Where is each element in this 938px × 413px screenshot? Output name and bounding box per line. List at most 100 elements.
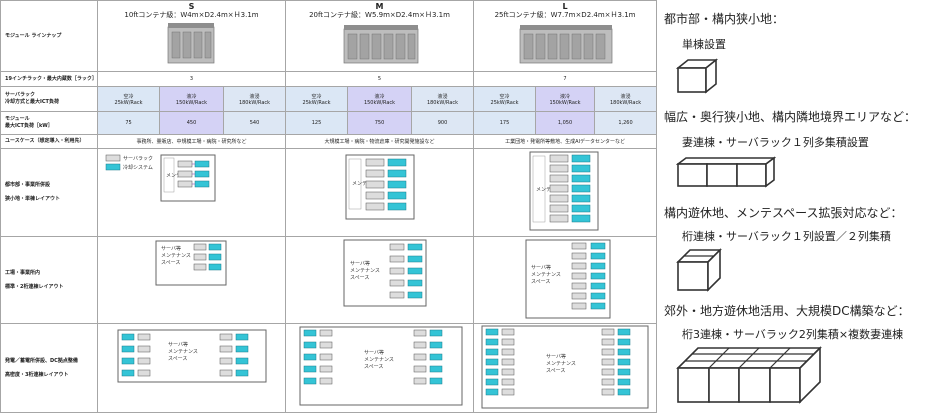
multi-connected-modules-icon bbox=[676, 346, 822, 404]
layout1-m: メンテ bbox=[285, 148, 475, 237]
layout2-s-diagram: サーバ等 メンテナンス スペース bbox=[155, 240, 227, 286]
usecase-m: 大規模工場・病院・物流倉庫・研究開発施設など bbox=[285, 134, 475, 149]
size-m-desc: 20ftコンテナ級：W5.9m×D2.4m×Ｈ3.1m bbox=[309, 10, 450, 19]
svg-text:サーバ等: サーバ等 bbox=[350, 260, 370, 267]
svg-text:スペース: スペース bbox=[350, 275, 369, 281]
layout2-s: サーバ等 メンテナンス スペース bbox=[96, 236, 287, 324]
maxload-l-liquid: 1,050 bbox=[535, 111, 596, 135]
item4-sub: 桁3連棟・サーバラック2列集積×複数妻連棟 bbox=[682, 328, 904, 341]
size-l-desc: 25ftコンテナ級：W7.7m×D2.4m×Ｈ3.1m bbox=[494, 10, 636, 19]
container-m-image bbox=[343, 24, 419, 63]
item1-title: 都市部・構内狭小地： bbox=[664, 12, 785, 26]
maxload-m-air: 125 bbox=[285, 111, 349, 135]
layout1-s-diagram: サーバラック 冷却システム メンテ bbox=[105, 154, 216, 202]
layout1-l-diagram: メンテ bbox=[529, 151, 599, 231]
layout1-m-diagram: メンテ bbox=[345, 154, 415, 220]
svg-text:サーバ等: サーバ等 bbox=[161, 245, 181, 252]
maxload-m-liquid: 750 bbox=[347, 111, 413, 135]
deployment-panel: 都市部・構内狭小地： 単棟設置 幅広・奥行狭小地、構内隣地境界エリアなど： 妻連… bbox=[660, 0, 938, 409]
maxload-s-immersion: 540 bbox=[222, 111, 287, 135]
svg-text:メンテナンス: メンテナンス bbox=[168, 349, 198, 355]
usecase-s: 事務所、量販店、中規模工場・病院・研究所など bbox=[96, 134, 287, 149]
legend-rack-swatch bbox=[105, 154, 121, 162]
svg-text:サーバ等: サーバ等 bbox=[364, 349, 384, 356]
item1-sub: 単棟設置 bbox=[682, 38, 726, 51]
svg-text:サーバ等: サーバ等 bbox=[546, 353, 566, 360]
maxload-s-air: 75 bbox=[97, 111, 160, 135]
row-maxload-label: モジュール 最大ICT負荷［kW］ bbox=[0, 111, 98, 135]
container-s-image bbox=[167, 22, 215, 63]
size-s-title: S bbox=[188, 1, 195, 11]
svg-text:スペース: スペース bbox=[168, 356, 187, 362]
item3-title: 構内遊休地、メンテスペース拡張対応など： bbox=[664, 206, 903, 220]
lineup-label: モジュール ラインナップ bbox=[0, 0, 98, 72]
svg-text:メンテ: メンテ bbox=[536, 187, 551, 193]
size-m-title: M bbox=[375, 1, 384, 11]
row-layout2-label: 工場・事業所内 標準・2桁連棟レイアウト bbox=[0, 236, 98, 324]
racks-s: 3 bbox=[96, 71, 287, 87]
row-racks-label: 19インチラック・最大内蔵数［ラック］ bbox=[0, 71, 98, 87]
lineup-table: モジュール ラインナップ S 10ftコンテナ級：W4m×D2.4m×Ｈ3.1m… bbox=[0, 0, 658, 413]
layout2-m-diagram: サーバ等 メンテナンス スペース bbox=[343, 239, 427, 307]
layout2-l: サーバ等 メンテナンス スペース bbox=[473, 236, 658, 324]
legend-cool-swatch bbox=[105, 163, 121, 171]
layout1-s: サーバラック 冷却システム メンテ bbox=[96, 148, 287, 237]
layout3-s: サーバ等 メンテナンス スペース bbox=[96, 323, 287, 413]
layout3-m: サーバ等 メンテナンス スペース bbox=[285, 323, 475, 413]
svg-text:スペース: スペース bbox=[546, 368, 565, 374]
maxload-l-immersion: 1,260 bbox=[594, 111, 658, 135]
svg-text:サーバ等: サーバ等 bbox=[531, 264, 551, 271]
row-layout1-label: 都市部・事業所併設 狭小地・単棟レイアウト bbox=[0, 148, 98, 237]
side-connected-modules-icon bbox=[676, 248, 722, 292]
layout1-l: メンテ bbox=[473, 148, 658, 237]
layout2-m: サーバ等 メンテナンス スペース bbox=[285, 236, 475, 324]
maxload-s-liquid: 450 bbox=[159, 111, 224, 135]
item2-sub: 妻連棟・サーバラック１列多集積設置 bbox=[682, 136, 869, 149]
maxload-l-air: 175 bbox=[473, 111, 537, 135]
size-m-header: M 20ftコンテナ級：W5.9m×D2.4m×Ｈ3.1m bbox=[285, 0, 475, 72]
racks-l: 7 bbox=[473, 71, 658, 87]
layout2-l-diagram: サーバ等 メンテナンス スペース bbox=[525, 239, 611, 319]
row-cooling-label: サーバラック 冷却方式と最大ICT負荷 bbox=[0, 86, 98, 112]
legend-rack-label: サーバラック bbox=[123, 156, 153, 162]
svg-text:メンテナンス: メンテナンス bbox=[546, 361, 576, 367]
svg-text:スペース: スペース bbox=[161, 260, 180, 266]
racks-m: 5 bbox=[285, 71, 475, 87]
size-l-title: L bbox=[562, 1, 568, 11]
svg-text:メンテナンス: メンテナンス bbox=[531, 272, 561, 278]
row-usecase-label: ユースケース（想定導入・利用先） bbox=[0, 134, 98, 149]
usecase-l: 工業団地・発電所等敷地、生成AIデータセンターなど bbox=[473, 134, 658, 149]
legend-cool-label: 冷却システム bbox=[123, 164, 153, 171]
single-module-icon bbox=[676, 58, 718, 94]
svg-text:メンテナンス: メンテナンス bbox=[364, 357, 394, 363]
layout3-m-diagram: サーバ等 メンテナンス スペース bbox=[299, 326, 463, 406]
maint-label: メンテ bbox=[166, 173, 181, 179]
container-l-image bbox=[519, 24, 613, 63]
size-s-header: S 10ftコンテナ級：W4m×D2.4m×Ｈ3.1m bbox=[96, 0, 287, 72]
item4-title: 郊外・地方遊休地活用、大規模DC構築など： bbox=[664, 304, 910, 318]
size-l-header: L 25ftコンテナ級：W7.7m×D2.4m×Ｈ3.1m bbox=[473, 0, 658, 72]
end-connected-modules-icon bbox=[676, 156, 776, 188]
svg-text:メンテナンス: メンテナンス bbox=[350, 268, 380, 274]
maxload-m-immersion: 900 bbox=[411, 111, 475, 135]
size-s-desc: 10ftコンテナ級：W4m×D2.4m×Ｈ3.1m bbox=[124, 10, 259, 19]
layout3-l-diagram: サーバ等 メンテナンス スペース bbox=[481, 325, 649, 409]
svg-text:スペース: スペース bbox=[531, 279, 550, 285]
svg-text:サーバ等: サーバ等 bbox=[168, 341, 188, 348]
item2-title: 幅広・奥行狭小地、構内隣地境界エリアなど： bbox=[664, 110, 917, 124]
svg-text:メンテ: メンテ bbox=[352, 181, 367, 187]
svg-text:メンテナンス: メンテナンス bbox=[161, 253, 191, 259]
layout3-l: サーバ等 メンテナンス スペース bbox=[473, 323, 658, 413]
layout3-s-diagram: サーバ等 メンテナンス スペース bbox=[117, 329, 267, 383]
svg-text:スペース: スペース bbox=[364, 364, 383, 370]
row-layout3-label: 発電／蓄電所併設、DC拠点整備 高密度・3桁連棟レイアウト bbox=[0, 323, 98, 413]
